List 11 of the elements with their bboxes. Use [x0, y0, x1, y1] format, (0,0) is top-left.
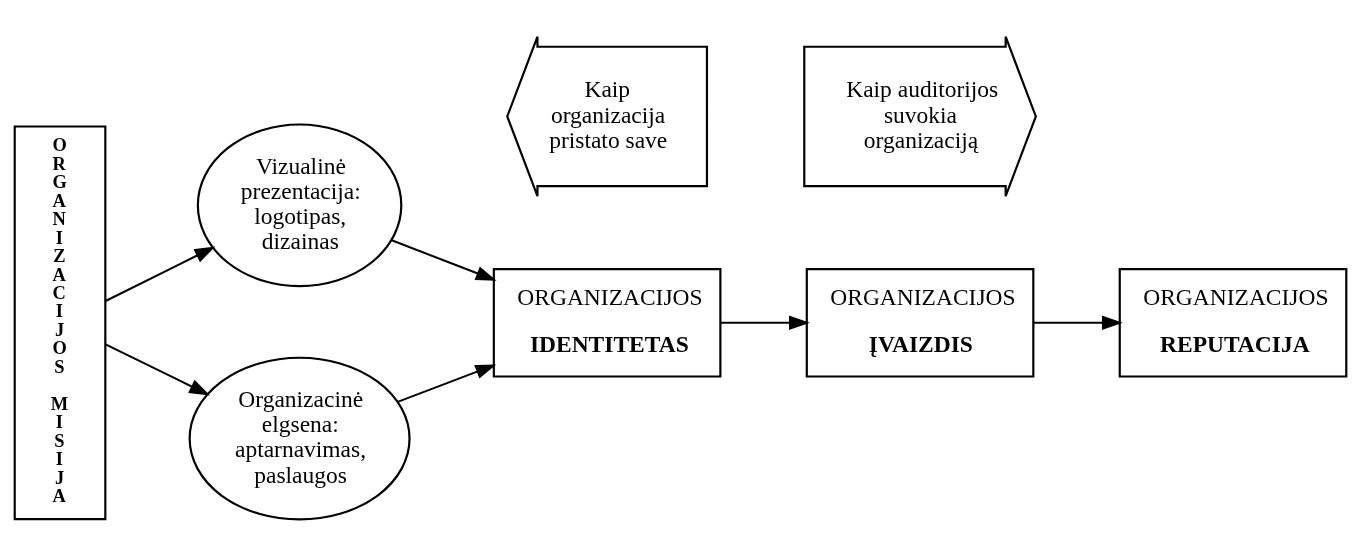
arrow — [1033, 315, 1123, 331]
node-ellipse: Vizualinė prezentacija: logotipas, dizainas — [196, 123, 403, 288]
node-box: ORGANIZACIJOS REPUTACIJA — [1118, 268, 1348, 378]
arrow — [105, 343, 211, 396]
node-box: ORGANIZACIJOS ĮVAIZDIS — [805, 268, 1035, 378]
node-box: ORGANIZACIJOS IDENTITETAS — [492, 268, 722, 378]
arrow — [391, 239, 497, 281]
node-box: ORGANIZACIJOS MISIJA — [13, 125, 107, 521]
arrow — [105, 246, 216, 302]
arrow — [397, 364, 497, 403]
arrow — [720, 315, 810, 331]
